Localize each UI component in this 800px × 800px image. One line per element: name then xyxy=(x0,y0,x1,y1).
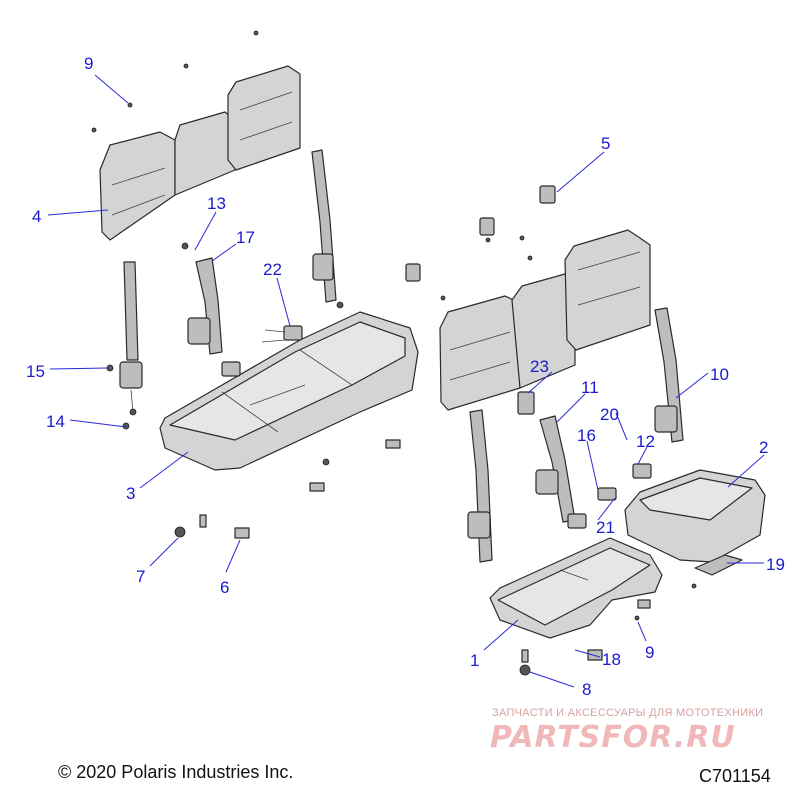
callout-5: 5 xyxy=(601,134,610,153)
right-seatbelt-center xyxy=(535,415,587,529)
callout-8: 8 xyxy=(582,680,591,699)
callout-13: 13 xyxy=(207,194,226,213)
left-hardware xyxy=(91,30,401,539)
callout-10: 10 xyxy=(710,365,729,384)
bracket-19 xyxy=(694,554,743,576)
drawing-code: C701154 xyxy=(699,766,771,786)
left-seatbelt-inner xyxy=(311,149,337,303)
callout-3: 3 xyxy=(126,484,135,503)
callout-12: 12 xyxy=(636,432,655,451)
callout-21: 21 xyxy=(596,518,615,537)
right-seat-cushion-2 xyxy=(624,469,766,563)
callout-11: 11 xyxy=(581,378,599,397)
callout-2: 2 xyxy=(759,438,768,457)
callout-17: 17 xyxy=(236,228,255,247)
left-seatbelt-center xyxy=(187,257,241,377)
right-seat-back xyxy=(439,229,651,411)
callout-4: 4 xyxy=(32,207,41,226)
callout-9a: 9 xyxy=(84,54,93,73)
watermark-tagline: ЗАПЧАСТИ И АКСЕССУАРЫ ДЛЯ МОТОТЕХНИКИ xyxy=(492,707,764,719)
left-seatbelt-outer xyxy=(119,261,143,416)
callout-6: 6 xyxy=(220,578,229,597)
callout-1: 1 xyxy=(470,651,479,670)
callout-18: 18 xyxy=(602,650,621,669)
right-seatbelt-inner xyxy=(654,307,684,443)
copyright-text: © 2020 Polaris Industries Inc. xyxy=(58,762,294,782)
right-buckles xyxy=(517,391,652,501)
right-hardware xyxy=(440,235,697,676)
callout-15: 15 xyxy=(26,362,45,381)
callout-19: 19 xyxy=(766,555,785,574)
leader-lines xyxy=(47,74,765,688)
callout-22: 22 xyxy=(263,260,282,279)
callout-16: 16 xyxy=(577,426,596,445)
right-covers-5 xyxy=(405,185,556,282)
callout-9b: 9 xyxy=(645,643,654,662)
callout-23: 23 xyxy=(530,357,549,376)
left-seat-back xyxy=(99,65,301,241)
callout-7: 7 xyxy=(136,567,145,586)
callout-14: 14 xyxy=(46,412,65,431)
right-seatbelt-outer xyxy=(467,409,493,563)
callout-labels: 1 2 3 4 5 6 7 8 9 9 10 11 12 13 14 15 16… xyxy=(26,54,785,699)
callout-20: 20 xyxy=(600,405,619,424)
left-seat-base xyxy=(159,311,419,471)
watermark-logo: PARTSFOR.RU xyxy=(490,720,736,755)
right-seat-cushion-1 xyxy=(489,537,663,639)
left-buckle-22 xyxy=(261,325,303,343)
